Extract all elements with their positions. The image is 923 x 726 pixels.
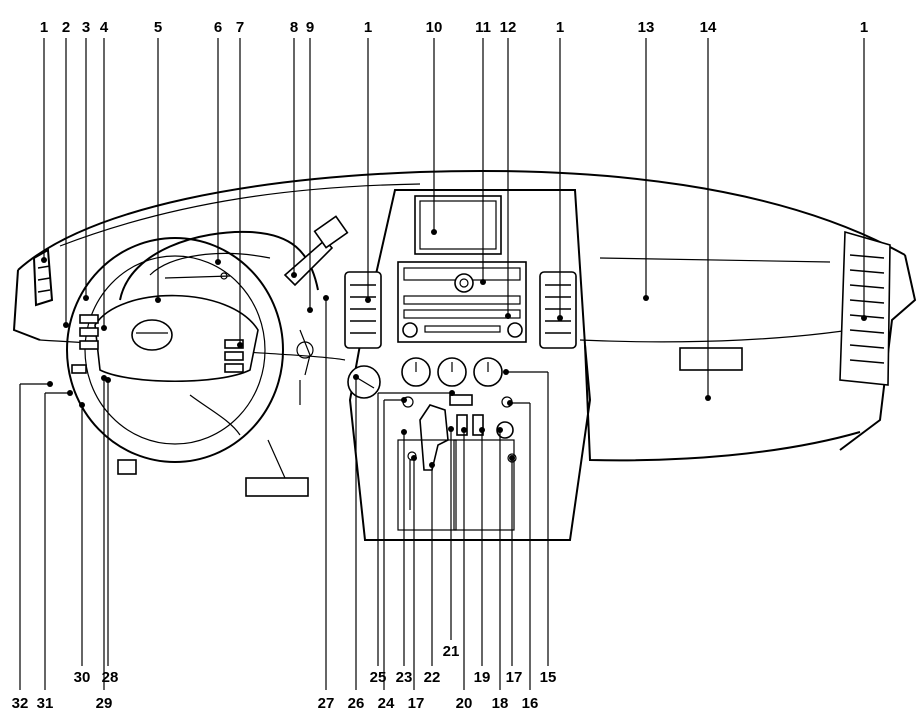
- callout-label: 14: [700, 19, 717, 36]
- callout-label: 2: [62, 19, 70, 36]
- callout-label: 8: [290, 19, 298, 36]
- callout-label: 4: [100, 19, 109, 36]
- callout-label: 1: [556, 19, 564, 36]
- callout-label: 23: [396, 669, 413, 686]
- callout-label: 6: [214, 19, 222, 36]
- callout-label: 21: [443, 643, 460, 660]
- callout-label: 27: [318, 695, 335, 712]
- callout-label: 1: [40, 19, 48, 36]
- callout-label: 10: [426, 19, 443, 36]
- dashboard-illustration: [12, 169, 917, 541]
- left-side-vent: [32, 248, 54, 307]
- callout-label: 24: [378, 695, 395, 712]
- callout-label: 1: [364, 19, 372, 36]
- right-side-vent: [839, 230, 891, 386]
- callout-label: 32: [12, 695, 29, 712]
- steering-wheel: [66, 237, 284, 463]
- callout-label: 20: [456, 695, 473, 712]
- callout-label: 17: [408, 695, 425, 712]
- callout-label: 25: [370, 669, 387, 686]
- center-console: [344, 189, 592, 541]
- callout-label: 1: [860, 19, 868, 36]
- bottom-callouts: 32 31 30 29 28 27 26 25 24 23 22 21 17 2…: [12, 643, 557, 712]
- callout-label: 13: [638, 19, 655, 36]
- callout-label: 5: [154, 19, 162, 36]
- leader-dots: [41, 229, 867, 468]
- leader-lines: [19, 38, 865, 690]
- callout-label: 22: [424, 669, 441, 686]
- callout-label: 12: [500, 19, 517, 36]
- callout-label: 18: [492, 695, 509, 712]
- top-callouts: 1 2 3 4 5 6 7 8 9 1 10 11 12 1 13 14 1: [40, 19, 868, 36]
- callout-label: 9: [306, 19, 314, 36]
- callout-label: 19: [474, 669, 491, 686]
- callout-label: 28: [102, 669, 119, 686]
- callout-label: 3: [82, 19, 90, 36]
- callout-label: 29: [96, 695, 113, 712]
- callout-label: 7: [236, 19, 244, 36]
- callout-label: 16: [522, 695, 539, 712]
- callout-label: 30: [74, 669, 91, 686]
- callout-label: 11: [475, 19, 491, 36]
- callout-label: 26: [348, 695, 365, 712]
- callout-label: 15: [540, 669, 557, 686]
- left-switch-panel: [71, 314, 99, 374]
- callout-label: 31: [37, 695, 54, 712]
- callout-label: 17: [506, 669, 523, 686]
- combination-switch-stalk: [283, 215, 349, 405]
